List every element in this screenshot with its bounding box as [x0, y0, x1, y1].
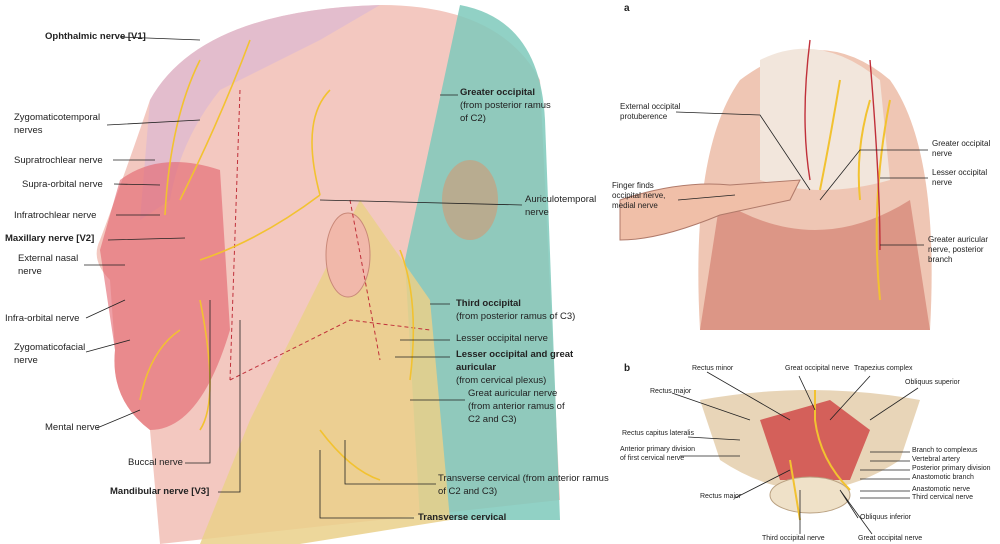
label-b-great-occipital-top: Great occipital nerve: [785, 365, 850, 372]
label-auriculotemporal: Auriculotemporal nerve: [525, 194, 597, 218]
label-obliquus-superior: Obliquus superior: [905, 379, 960, 386]
label-buccal: Buccal nerve: [128, 457, 183, 468]
panel-a-illustration: [619, 39, 932, 330]
label-great-auricular: Great auricular nerve (from anterior ram…: [468, 388, 565, 425]
label-infraorbital: Infra-orbital nerve: [5, 313, 80, 324]
finger: [619, 179, 801, 241]
label-greater-occipital: Greater occipital: [460, 87, 535, 98]
head-illustration: [96, 5, 561, 544]
label-finger: Finger finds occipital nerve, medial ner…: [612, 181, 666, 210]
label-greater-occipital-sub: (from posterior ramus of C2): [460, 100, 551, 124]
label-anterior-primary: Anterior primary division of first cervi…: [620, 446, 696, 462]
label-rectus-major-bottom: Rectus major: [700, 493, 742, 500]
ophthalmic-zone: [140, 5, 380, 220]
label-zygomaticofacial: Zygomaticofacial nerve: [14, 342, 86, 366]
label-a-greater-occipital: Greater occipital nerve: [932, 139, 991, 158]
label-protuberance: External occipital protuberence: [620, 102, 681, 121]
label-maxillary-nerve: Maxillary nerve [V2]: [5, 233, 95, 244]
label-mental: Mental nerve: [45, 422, 100, 433]
label-rectus-capitus: Rectus capitus lateralis: [622, 430, 694, 437]
label-a-greater-auricular: Greater auricular nerve, posterior branc…: [928, 235, 989, 264]
label-cervical-plexus: (from cervical plexus): [456, 375, 547, 386]
panel-b-illustration: [700, 390, 920, 521]
label-posterior-primary: Posterior primary division: [912, 465, 991, 472]
label-transverse-cervical: Transverse cervical: [418, 512, 507, 523]
label-branch-complexus: Branch to complexus: [912, 447, 978, 454]
label-zygomaticotemporal: Zygomaticotemporal nerves: [14, 112, 101, 136]
facial-muscles: [100, 162, 230, 430]
nerves: [139, 39, 415, 481]
label-transverse-cervical-detail: Transverse cervical (from anterior ramus…: [438, 473, 609, 497]
greater-occipital-zone: [405, 5, 560, 520]
label-supraorbital: Supra-orbital nerve: [22, 179, 103, 190]
ear: [325, 212, 371, 298]
label-third-occipital: Third occipital: [456, 298, 521, 309]
label-third-cervical: Third cervical nerve: [912, 494, 974, 501]
label-b-great-occipital-bottom: Great occipital nerve: [858, 535, 923, 542]
cervical-plexus-zone: [200, 200, 450, 544]
label-a-lesser-occipital: Lesser occipital nerve: [932, 168, 988, 187]
panel-a-letter: a: [624, 3, 630, 14]
label-vertebral-artery: Vertebral artery: [912, 456, 960, 463]
label-rectus-major-top: Rectus major: [650, 388, 692, 395]
label-lesser-great-auricular: Lesser occipital and great auricular: [456, 349, 574, 373]
label-ophthalmic-nerve: Ophthalmic nerve [V1]: [45, 31, 146, 42]
panel-b-letter: b: [624, 363, 631, 374]
label-third-occipital-sub: (from posterior ramus of C3): [456, 311, 576, 322]
label-supratrochlear: Supratrochlear nerve: [14, 155, 103, 166]
label-anastomotic-nerve: Anastomotic nerve: [912, 486, 970, 493]
label-trapezius: Trapezius complex: [854, 365, 913, 372]
label-third-occipital-nerve: Third occipital nerve: [762, 535, 825, 542]
label-obliquus-inferior: Obliquus inferior: [860, 514, 911, 521]
label-anastomotic-branch: Anastomotic branch: [912, 474, 974, 481]
label-infratrochlear: Infratrochlear nerve: [14, 210, 97, 221]
label-external-nasal: External nasal nerve: [18, 253, 79, 277]
label-rectus-minor: Rectus minor: [692, 365, 734, 372]
label-lesser-occipital: Lesser occipital nerve: [456, 333, 548, 344]
label-mandibular-nerve: Mandibular nerve [V3]: [110, 486, 210, 497]
leader-lines: [84, 36, 928, 535]
